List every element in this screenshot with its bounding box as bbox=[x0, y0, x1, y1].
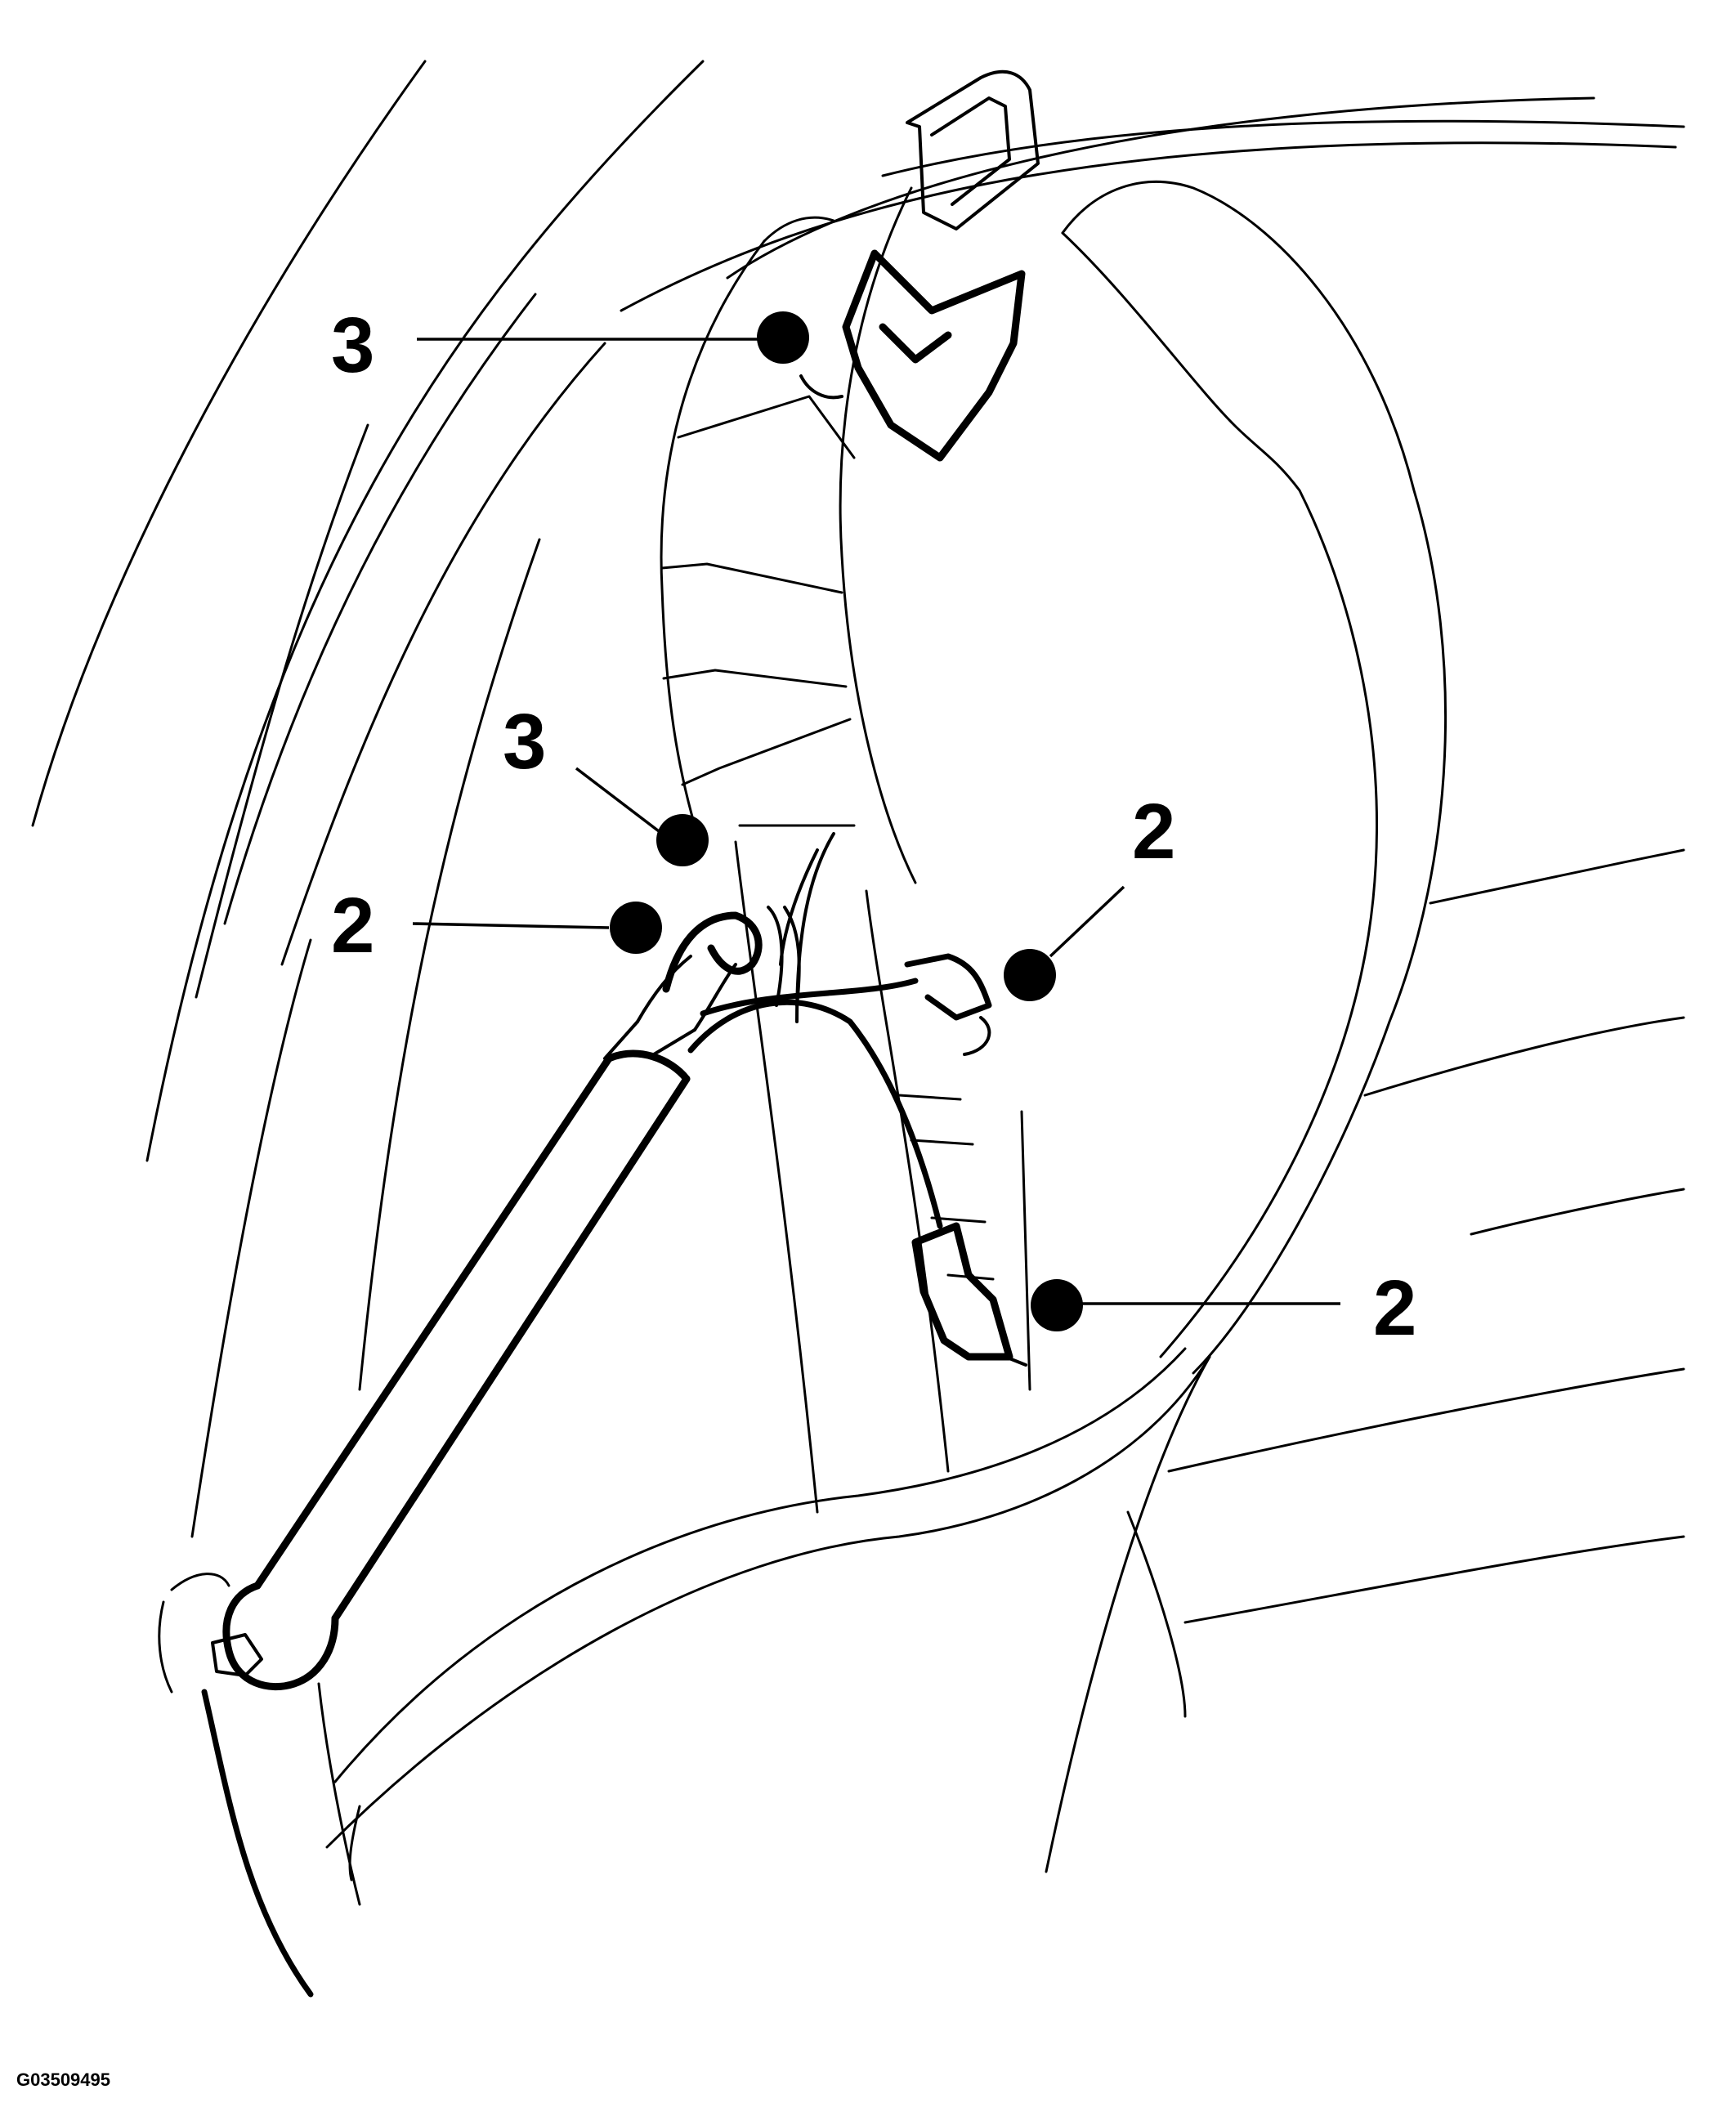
callout-labels: 3 3 2 2 2 bbox=[331, 302, 1416, 1352]
leader-line bbox=[1049, 885, 1125, 958]
callout-label: 3 bbox=[503, 698, 546, 785]
callout-dot bbox=[610, 902, 662, 954]
callout-label: 2 bbox=[331, 882, 374, 969]
callout-dot bbox=[1031, 1279, 1083, 1331]
right-panel bbox=[1061, 181, 1685, 1718]
figure-id: G03509495 bbox=[16, 2069, 110, 2090]
callout-dots bbox=[610, 311, 1083, 1331]
leader-line bbox=[412, 922, 610, 929]
callout-leaders bbox=[412, 338, 1340, 1305]
callout-dot bbox=[656, 814, 709, 866]
lower-body-panel bbox=[325, 1347, 1211, 1882]
gas-strut bbox=[253, 911, 763, 1622]
trim-panel-contours bbox=[31, 60, 1685, 1538]
callout-dot bbox=[757, 311, 809, 364]
lower-ball-joint bbox=[158, 1573, 361, 1906]
pillar-column bbox=[660, 186, 1031, 1514]
callout-label: 2 bbox=[1132, 788, 1175, 875]
wiring-harness bbox=[201, 832, 1027, 1998]
leader-line bbox=[575, 767, 664, 835]
callout-dot bbox=[1004, 949, 1056, 1001]
callout-label: 3 bbox=[331, 302, 374, 389]
upper-clip-bracket bbox=[799, 69, 1040, 462]
callout-label: 2 bbox=[1373, 1264, 1416, 1352]
